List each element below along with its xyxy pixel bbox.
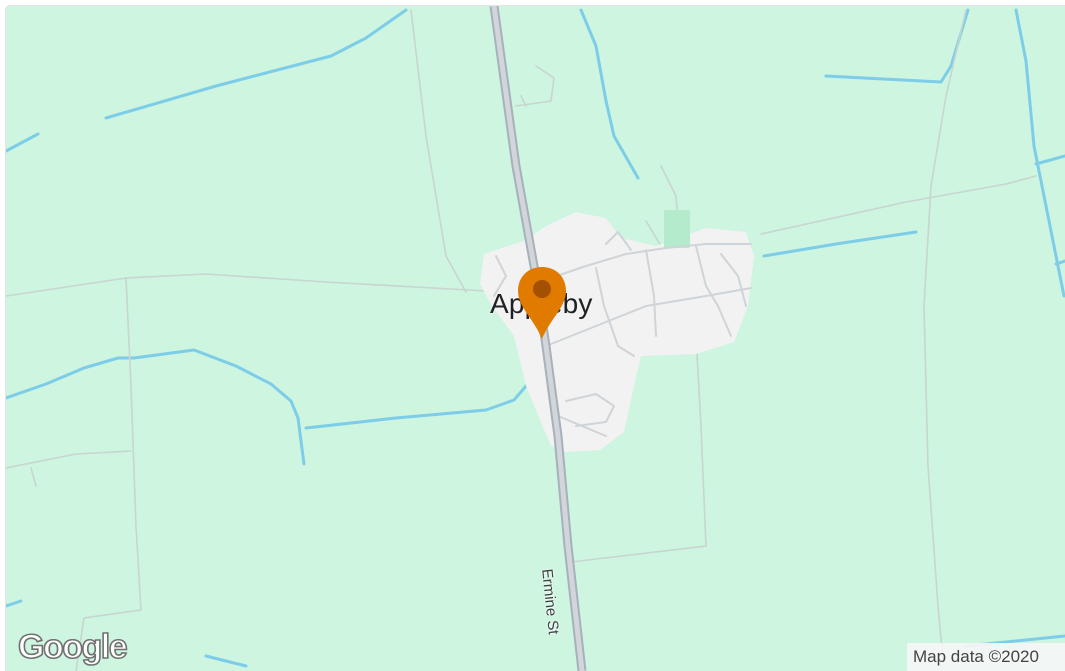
map-attribution: Map data ©2020 xyxy=(907,643,1065,671)
google-logo[interactable]: Google xyxy=(17,627,128,667)
map-canvas[interactable]: Appleby Ermine St Google Map data ©2020 xyxy=(6,6,1065,671)
map-pin-icon[interactable] xyxy=(516,265,568,341)
map-tiles[interactable] xyxy=(6,6,1065,671)
park-area xyxy=(664,210,690,248)
village-roads xyxy=(493,231,752,437)
field-boundaries xyxy=(6,9,1037,671)
waterways xyxy=(6,8,1065,668)
